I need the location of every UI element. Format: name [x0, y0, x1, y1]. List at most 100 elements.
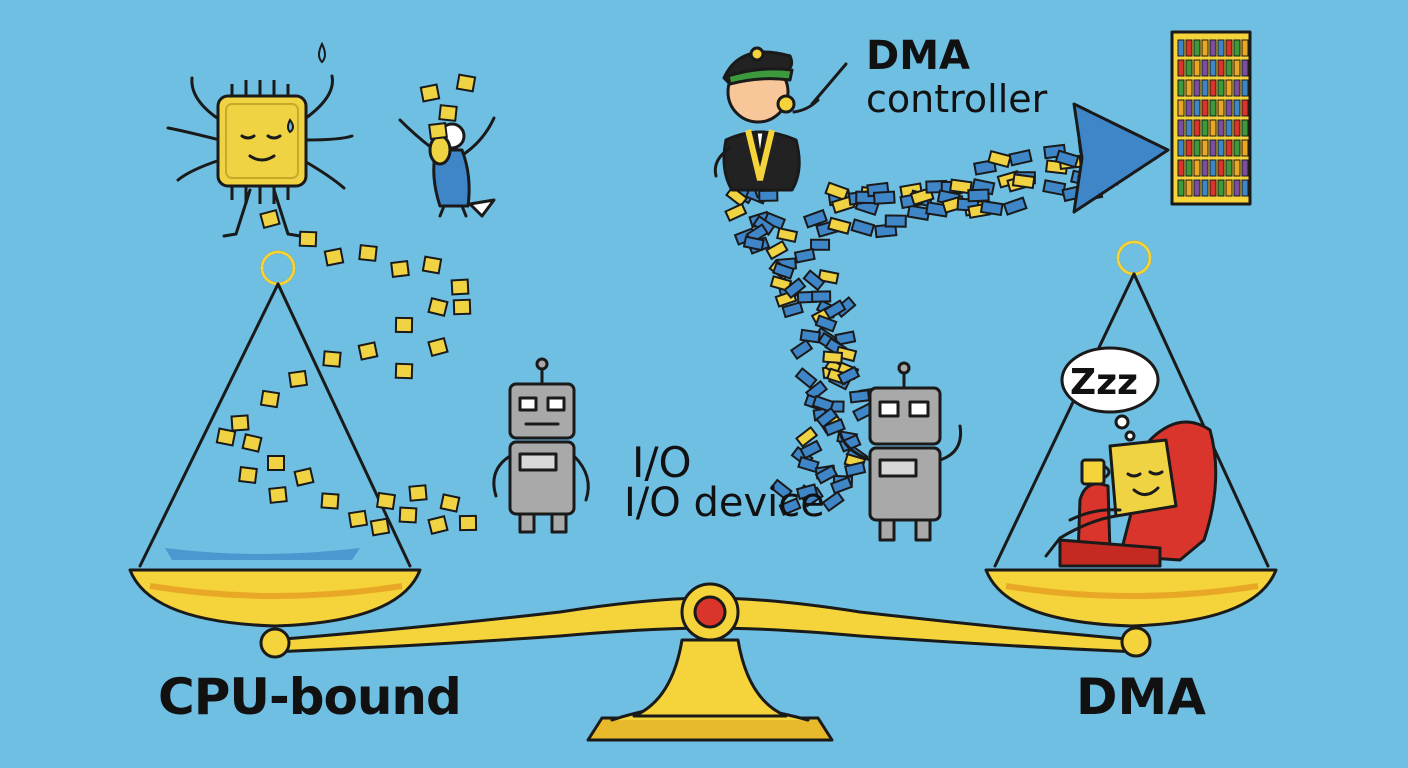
data-block	[799, 328, 821, 344]
data-block	[979, 199, 1004, 217]
data-block	[267, 455, 285, 471]
balance-scale-icon	[128, 240, 1278, 742]
data-block	[822, 418, 846, 437]
data-block	[394, 316, 414, 334]
data-block	[844, 461, 867, 478]
book	[1225, 139, 1233, 157]
book	[1201, 39, 1209, 57]
data-block	[419, 83, 441, 103]
data-block	[408, 484, 428, 502]
book	[1241, 159, 1249, 177]
data-block	[1002, 196, 1028, 216]
book	[1217, 99, 1225, 117]
data-block	[1054, 149, 1080, 169]
book	[1233, 99, 1241, 117]
data-block	[817, 268, 840, 285]
book	[1201, 99, 1209, 117]
data-block	[849, 389, 871, 404]
data-block	[769, 478, 793, 501]
data-block	[834, 330, 857, 347]
data-block	[358, 244, 378, 262]
data-block	[452, 298, 472, 316]
book	[1193, 79, 1201, 97]
data-block	[458, 514, 478, 532]
data-block	[439, 493, 461, 513]
data-block	[781, 301, 804, 319]
data-block	[850, 218, 876, 237]
data-block	[724, 202, 748, 222]
arrow-to-memory-icon	[1072, 102, 1170, 214]
sleep-speech-bubble	[1060, 346, 1160, 442]
cpu-data-blocks	[215, 73, 478, 537]
data-block	[427, 297, 449, 317]
book	[1193, 159, 1201, 177]
data-block	[357, 341, 379, 361]
data-block	[298, 230, 318, 248]
data-block	[323, 247, 345, 267]
book	[1209, 179, 1217, 197]
book	[1241, 99, 1249, 117]
data-block	[872, 190, 896, 205]
book	[1233, 79, 1241, 97]
book	[1177, 39, 1185, 57]
data-block	[230, 414, 250, 432]
data-block	[1042, 179, 1067, 197]
book	[1217, 79, 1225, 97]
book	[1193, 99, 1201, 117]
book	[1225, 79, 1233, 97]
dma-controller-label-line2: controller	[866, 77, 1048, 121]
data-block	[765, 239, 789, 261]
book	[1177, 99, 1185, 117]
data-block	[967, 188, 990, 203]
data-block	[811, 394, 835, 413]
book	[1193, 119, 1201, 137]
dma-label: DMA	[1076, 668, 1206, 726]
data-block	[450, 278, 470, 296]
data-block	[823, 299, 847, 320]
data-block	[268, 486, 288, 504]
book	[1217, 59, 1225, 77]
book	[1233, 179, 1241, 197]
book	[1217, 179, 1225, 197]
data-block	[259, 208, 281, 230]
data-block	[815, 406, 839, 429]
data-block	[802, 208, 829, 229]
data-block	[394, 362, 414, 380]
book	[1201, 159, 1209, 177]
left-scale-pan	[128, 250, 422, 628]
data-block	[973, 158, 998, 176]
data-block	[824, 181, 850, 202]
data-block	[320, 492, 340, 510]
book	[1233, 39, 1241, 57]
data-block	[375, 491, 397, 511]
dma-controller-label-line1: DMA	[866, 33, 970, 79]
book	[1185, 159, 1193, 177]
data-block	[776, 227, 799, 244]
book	[1209, 159, 1217, 177]
book	[1185, 139, 1193, 157]
book	[1241, 79, 1249, 97]
data-block	[810, 238, 831, 251]
data-block	[742, 235, 765, 252]
book	[1177, 59, 1185, 77]
data-block	[287, 369, 309, 389]
book	[1241, 39, 1249, 57]
book	[1241, 139, 1249, 157]
book	[1225, 159, 1233, 177]
data-block	[421, 255, 443, 275]
book	[1201, 79, 1209, 97]
data-block	[725, 185, 749, 208]
book	[1241, 59, 1249, 77]
data-block	[837, 365, 861, 386]
data-block	[427, 515, 449, 535]
book	[1209, 59, 1217, 77]
data-block	[802, 269, 826, 292]
data-block	[821, 490, 845, 513]
book	[1217, 119, 1225, 137]
book	[1233, 119, 1241, 137]
data-block	[814, 464, 839, 485]
book	[1177, 139, 1185, 157]
io-label: I/O	[632, 438, 692, 487]
